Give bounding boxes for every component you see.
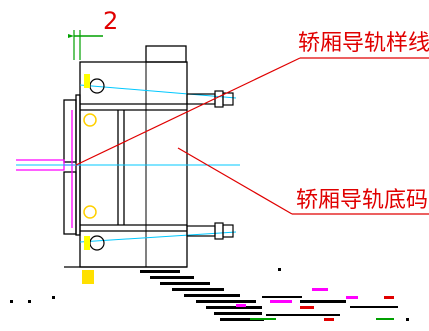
clamp-plate-upper (63, 99, 77, 163)
dimension-value: 2 (103, 7, 118, 35)
left-bolts (82, 74, 105, 284)
bolt-axis-lower (79, 231, 237, 243)
top-block (145, 45, 187, 63)
bolt-axis-upper (79, 84, 237, 99)
bolt-end-lower (222, 224, 234, 238)
ground-hatch (10, 268, 409, 321)
dimension-arrow-icon (68, 34, 74, 38)
bolt-marker-upper (84, 74, 90, 88)
bolt-marker-lower (84, 236, 90, 250)
washer-icon (83, 205, 97, 219)
guide-rail (16, 110, 80, 228)
ground-marker (82, 270, 94, 284)
annotations: 轿厢导轨样线 轿厢导轨底码 (75, 31, 429, 215)
nut-upper (214, 90, 224, 108)
dimension-annotation: 2 (68, 7, 118, 60)
clamp-plate-lower (63, 171, 77, 235)
bracket-body (64, 45, 188, 268)
bolt-head-icon (89, 235, 105, 251)
label-rail-base: 轿厢导轨底码 (296, 188, 428, 213)
bolt-end-upper (222, 92, 234, 106)
label-rail-line: 轿厢导轨样线 (298, 31, 429, 56)
washer-icon (83, 113, 97, 127)
colored-fragments (236, 288, 394, 321)
nut-lower (214, 222, 224, 240)
center-lines (16, 84, 240, 243)
leader-line-rail-base (177, 147, 293, 215)
leader-line-rail-line (75, 57, 301, 166)
